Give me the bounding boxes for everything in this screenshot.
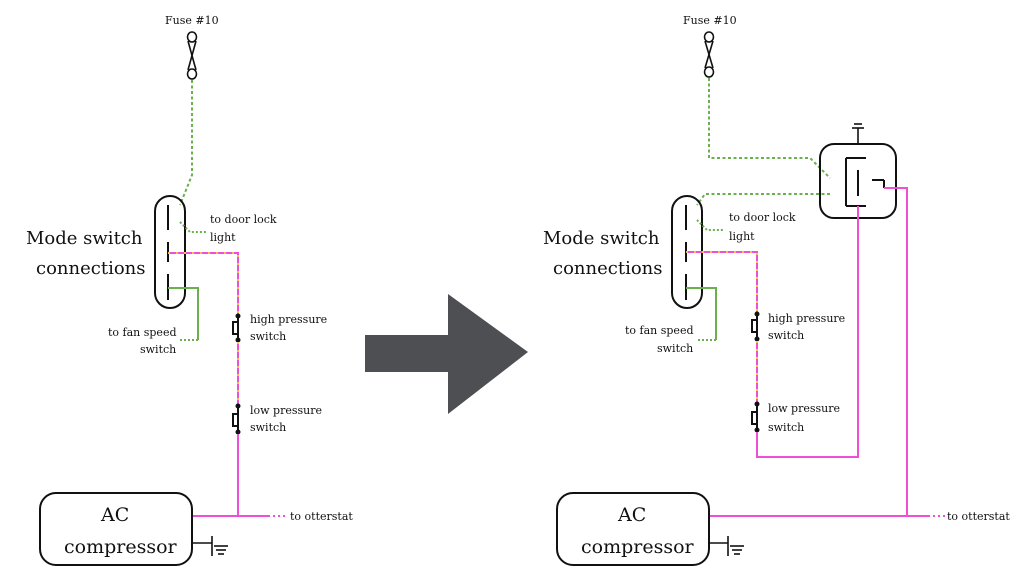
door-lock-label-line1: to door lock	[210, 213, 277, 226]
green-wire-fuse-relay	[708, 78, 831, 179]
door-lock-label-line2: light	[729, 230, 755, 243]
low-pressure-label-line2: switch	[250, 421, 287, 434]
high-pressure-label-line2: switch	[768, 329, 805, 342]
otterstat-label: to otterstat	[947, 510, 1010, 523]
pink-wire-switch	[686, 251, 758, 313]
fuse-icon	[186, 31, 198, 80]
pink-wire-relay-output	[884, 187, 908, 516]
ac-compressor-box	[39, 492, 193, 566]
low-pressure-switch-symbol	[232, 403, 241, 435]
door-lock-label-line2: light	[210, 231, 236, 244]
ground-icon	[709, 536, 744, 556]
fan-speed-label-line2: switch	[140, 343, 177, 356]
high-pressure-switch-symbol	[751, 311, 760, 342]
fuse-label: Fuse #10	[165, 14, 219, 27]
pink-wire-relay-coil	[756, 206, 859, 458]
green-wire-relay-switch	[696, 193, 830, 206]
ac-label-line2: compressor	[64, 536, 177, 558]
low-pressure-label-line2: switch	[768, 421, 805, 434]
green-wire-fuse	[179, 80, 193, 206]
fuse-label: Fuse #10	[683, 14, 737, 27]
relay-icon	[819, 123, 897, 219]
ac-label-line2: compressor	[581, 536, 694, 558]
ac-label-line1: AC	[618, 504, 647, 526]
ground-icon	[192, 536, 228, 556]
mode-switch-label-line2: connections	[36, 258, 146, 279]
ac-compressor-box	[556, 492, 710, 566]
mode-switch-label-line1: Mode switch	[543, 228, 660, 249]
low-pressure-label-line1: low pressure	[768, 402, 841, 415]
green-wire-fan	[168, 287, 199, 340]
high-pressure-label-line1: high pressure	[768, 312, 846, 325]
high-pressure-switch-symbol	[232, 313, 241, 343]
mode-switch-label-line1: Mode switch	[26, 228, 143, 249]
green-wire-door-lock	[179, 221, 206, 233]
low-pressure-switch-symbol	[751, 401, 760, 433]
right-arrow-icon	[365, 294, 528, 414]
fan-speed-label-line2: switch	[657, 342, 694, 355]
right-diagram	[556, 31, 946, 566]
otterstat-label: to otterstat	[290, 510, 353, 523]
ac-label-line1: AC	[101, 504, 130, 526]
mode-switch-label-line2: connections	[553, 258, 663, 279]
fuse-icon	[703, 31, 715, 78]
high-pressure-label-line2: switch	[250, 330, 287, 343]
high-pressure-label-line1: high pressure	[250, 313, 328, 326]
door-lock-label-line1: to door lock	[729, 211, 796, 224]
fan-speed-label-line1: to fan speed	[625, 324, 694, 337]
left-diagram	[39, 31, 288, 566]
low-pressure-label-line1: low pressure	[250, 404, 323, 417]
fan-speed-label-line1: to fan speed	[108, 326, 177, 339]
pink-wire-switch	[168, 252, 239, 315]
